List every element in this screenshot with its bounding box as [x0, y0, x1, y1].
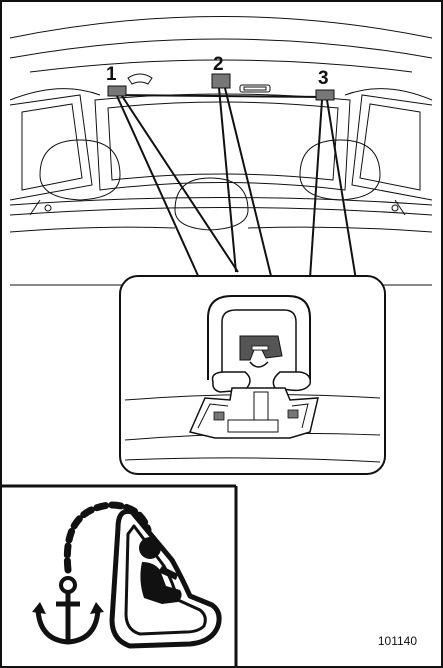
anchor-detail-inset [120, 276, 385, 474]
figure-code: 101140 [378, 634, 417, 648]
tether-anchor-2 [212, 74, 230, 88]
callout-label-3: 3 [318, 68, 329, 89]
tether-anchor-1 [108, 86, 126, 96]
callout-label-1: 1 [106, 64, 117, 85]
tether-anchor-3 [316, 90, 334, 100]
callout-label-2: 2 [213, 54, 224, 75]
